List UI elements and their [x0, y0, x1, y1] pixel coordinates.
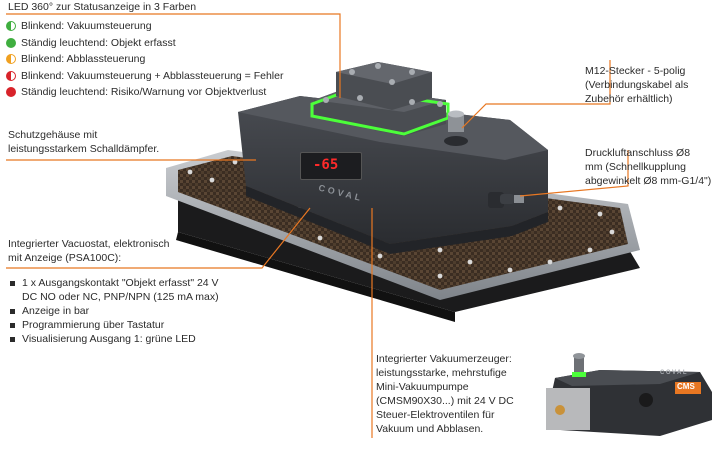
led-state-label: Ständig leuchtend: Objekt erfasst: [21, 36, 176, 49]
half-green-indicator-icon: [6, 21, 16, 32]
list-item: 1 x Ausgangskontakt "Objekt erfasst" 24 …: [10, 276, 219, 290]
callout-lines: [6, 13, 629, 438]
led-state-label: Blinkend: Abblassteuerung: [21, 53, 146, 66]
generator-callout: Integrierter Vakuumerzeuger: leistungsst…: [376, 353, 514, 435]
list-item: Programmierung über Tastatur: [10, 318, 219, 332]
list-item: Anzeige in bar: [10, 304, 219, 318]
led-state-item: Ständig leuchtend: Objekt erfasst: [6, 35, 283, 52]
led-state-label: Blinkend: Vakuumsteuerung: [21, 20, 152, 33]
led-state-label: Blinkend: Vakuumsteuerung + Abblassteuer…: [21, 69, 284, 82]
led-state-item: Ständig leuchtend: Risiko/Warnung vor Ob…: [6, 84, 283, 101]
housing-callout: Schutzgehäuse mit leistungsstarkem Schal…: [8, 129, 160, 155]
m12-connector-icon: [444, 110, 468, 146]
list-item: Visualisierung Ausgang 1: grüne LED: [10, 332, 219, 346]
led-state-label: Ständig leuchtend: Risiko/Warnung vor Ob…: [21, 86, 267, 99]
list-item: DC NO oder NC, PNP/NPN (125 mA max): [22, 291, 219, 303]
vacuum-housing: [238, 62, 548, 254]
module-badge: CMS: [677, 382, 695, 391]
air-fitting-icon: [488, 192, 524, 208]
vacuum-module-photo: [546, 353, 712, 436]
half-orange-indicator-icon: [6, 54, 16, 65]
led-state-item: Blinkend: Vakuumsteuerung + Abblassteuer…: [6, 68, 283, 85]
module-brand-logo: COVAL: [660, 370, 689, 376]
m12-callout: M12-Stecker - 5-polig (Verbindungskabel …: [585, 65, 689, 105]
air-connection-callout: Druckluftanschluss Ø8 mm (Schnellkupplun…: [585, 147, 712, 187]
display-value: -65: [313, 157, 339, 173]
vacuostat-feature-list: 1 x Ausgangskontakt "Objekt erfasst" 24 …: [10, 276, 219, 346]
full-red-indicator-icon: [6, 87, 16, 98]
vacuostat-display: -65: [300, 152, 362, 180]
led-state-item: Blinkend: Vakuumsteuerung: [6, 18, 283, 35]
led-heading: LED 360° zur Statusanzeige in 3 Farben: [8, 1, 197, 13]
half-red-indicator-icon: [6, 70, 16, 81]
vacuostat-callout: Integrierter Vacuostat, elektronisch mit…: [8, 238, 170, 264]
full-green-indicator-icon: [6, 37, 16, 48]
led-state-item: Blinkend: Abblassteuerung: [6, 51, 283, 68]
